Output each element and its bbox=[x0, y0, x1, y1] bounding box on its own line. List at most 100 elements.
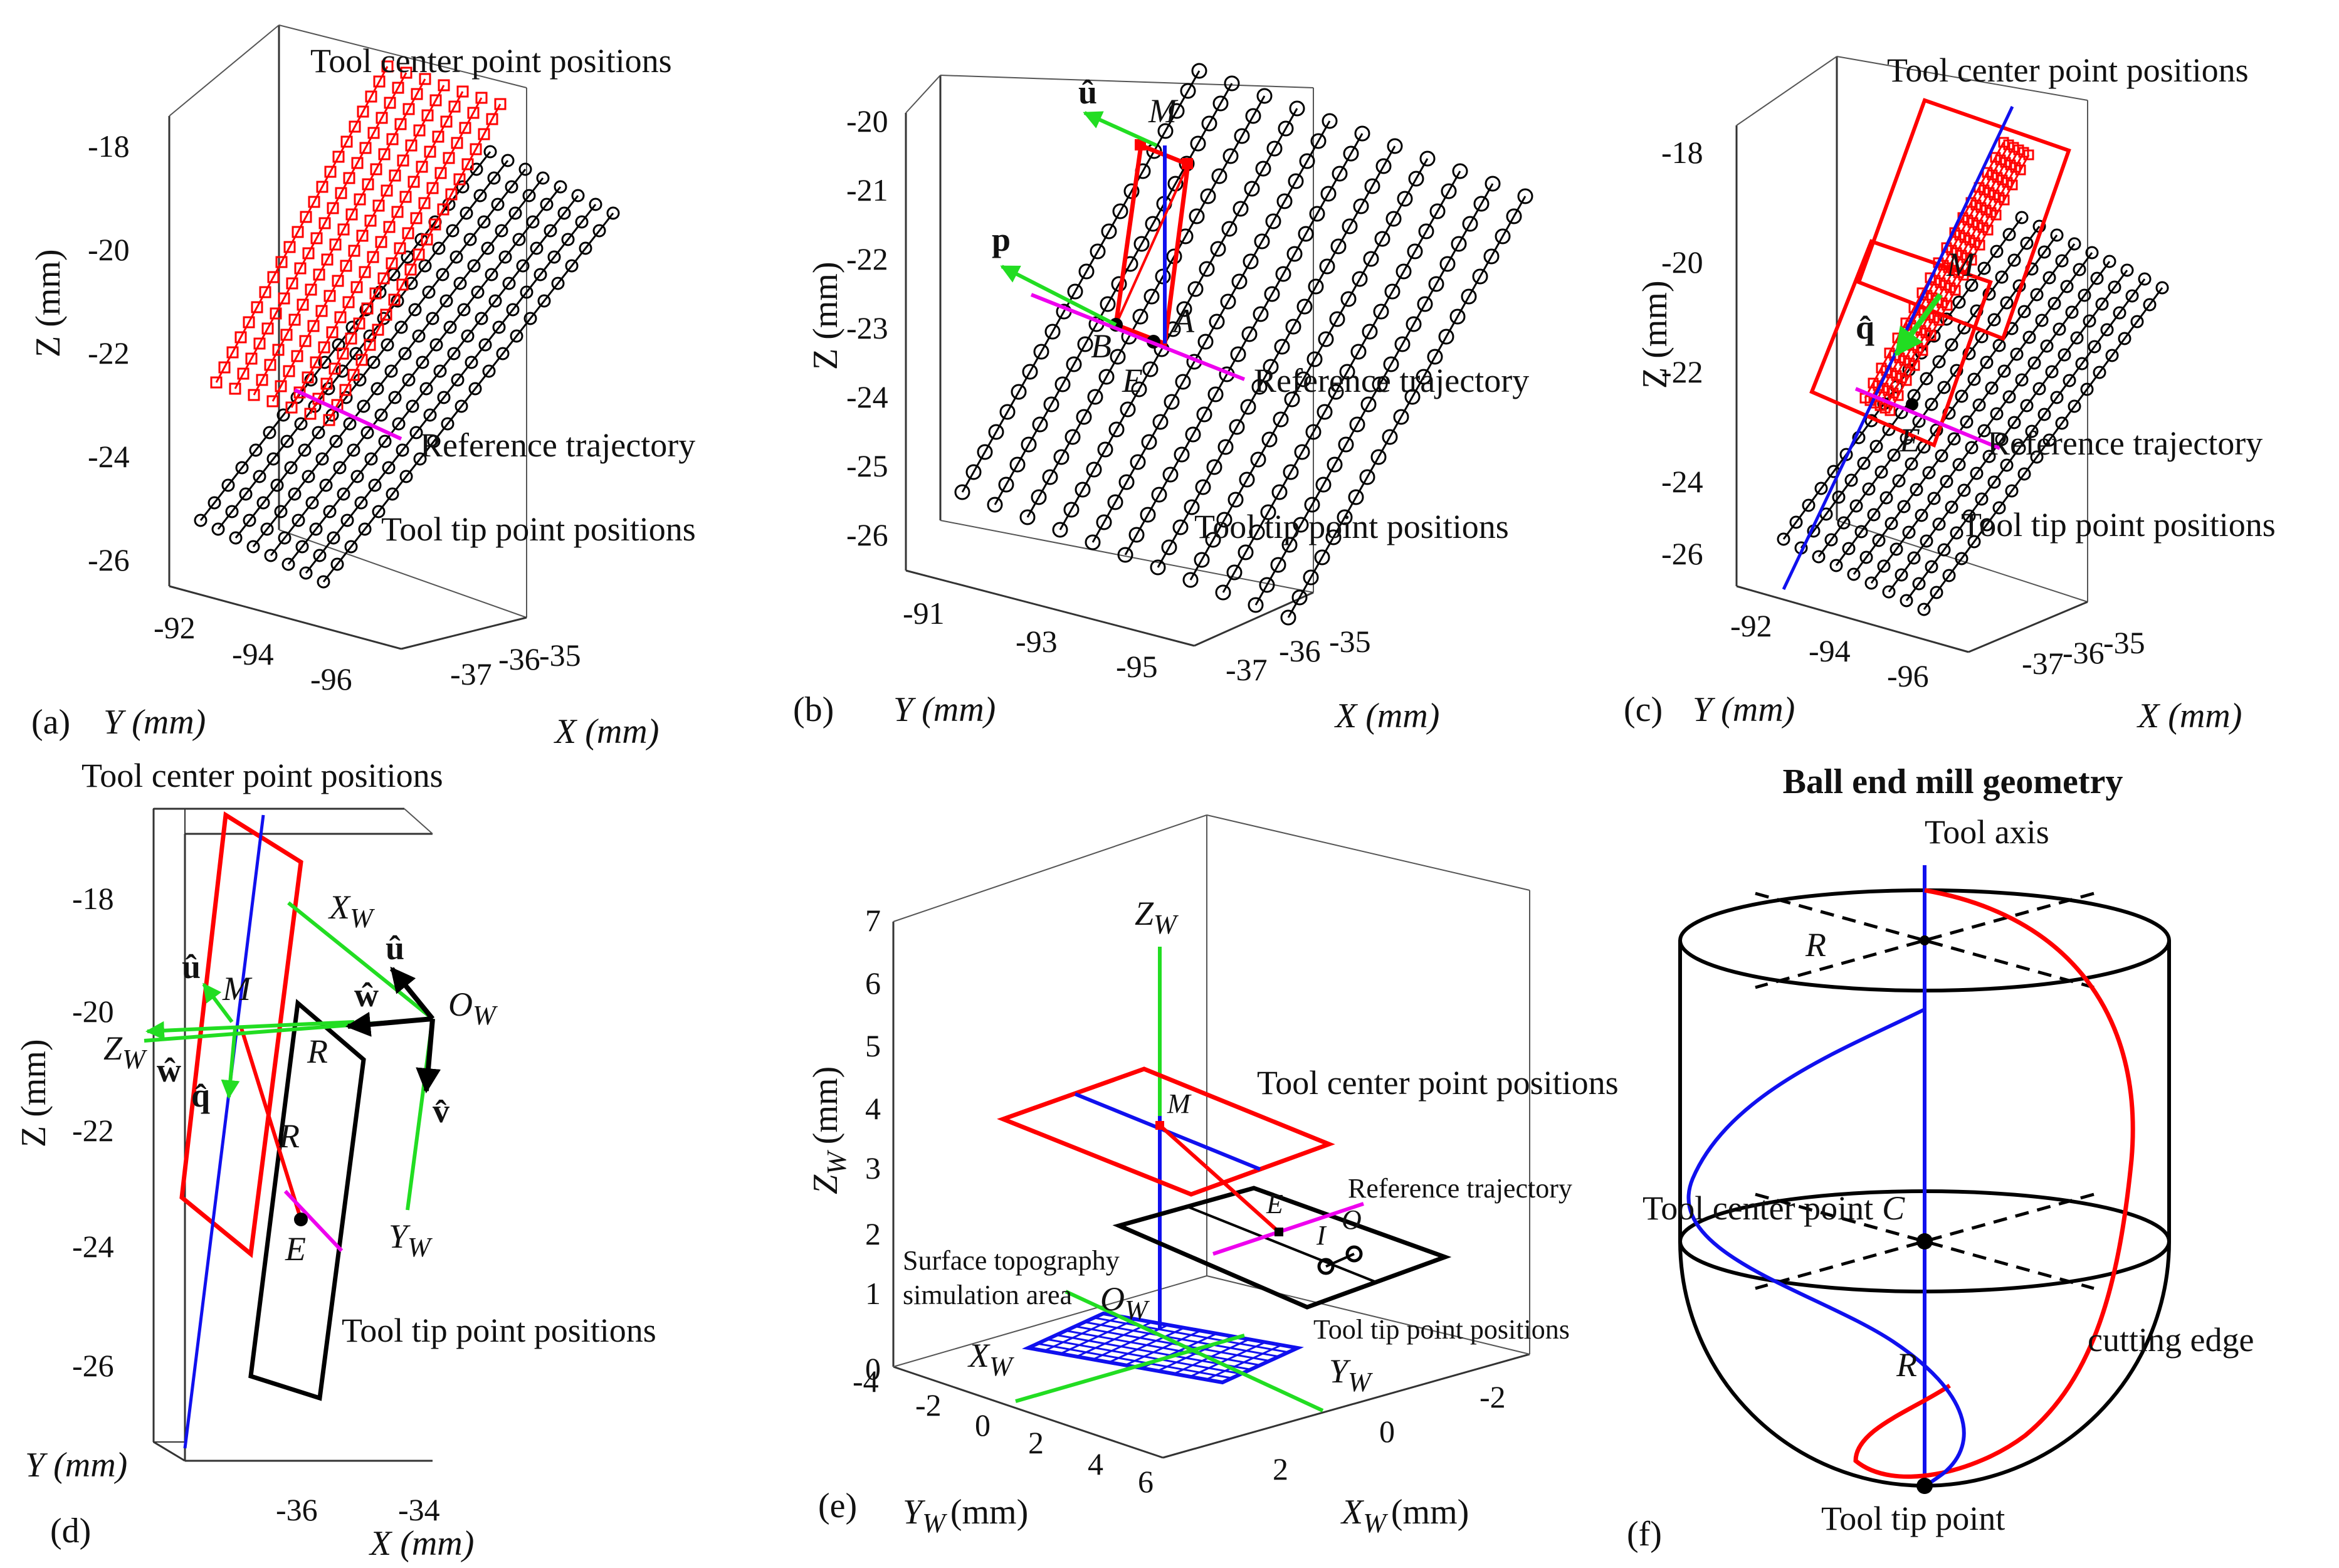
a-tip-marker bbox=[460, 206, 473, 220]
a-tip-marker bbox=[606, 206, 620, 220]
a-tip-marker bbox=[508, 206, 522, 220]
c-tip-marker bbox=[1895, 568, 1908, 582]
b-tip-marker bbox=[1251, 379, 1268, 395]
a-tip-marker bbox=[505, 180, 518, 194]
a-tip-marker bbox=[483, 145, 497, 159]
panel-d-world-x bbox=[287, 901, 434, 1021]
a-tip-marker bbox=[239, 487, 253, 501]
b-tip-marker bbox=[1291, 589, 1308, 606]
a-center-marker bbox=[376, 112, 388, 124]
b-tip-marker bbox=[1265, 213, 1281, 229]
e-grid-line bbox=[1046, 1338, 1242, 1375]
a-center-marker bbox=[329, 238, 342, 251]
c-tip-marker bbox=[1789, 515, 1803, 529]
b-tip-marker bbox=[1384, 283, 1401, 300]
svg-text:-20: -20 bbox=[72, 994, 114, 1029]
a-tip-marker bbox=[253, 470, 266, 483]
c-tip-marker bbox=[2080, 382, 2094, 396]
a-tip-marker bbox=[249, 443, 263, 457]
c-tip-marker bbox=[2015, 373, 2029, 387]
a-tip-marker bbox=[263, 426, 276, 439]
c-tip-marker bbox=[1837, 516, 1851, 530]
a-tip-marker bbox=[323, 505, 337, 518]
c-tip-marker bbox=[2017, 467, 2031, 481]
a-tip-marker bbox=[426, 312, 439, 325]
panel-e-world-x-axis bbox=[1015, 1334, 1245, 1403]
a-tip-marker bbox=[471, 285, 485, 299]
b-tip-marker bbox=[1212, 95, 1229, 112]
a-tip-marker bbox=[418, 259, 432, 273]
panel-d-zticks: -18 -20 -22 -24 -26 bbox=[72, 881, 114, 1383]
panel-b-tag: (b) bbox=[793, 690, 834, 729]
b-tip-marker bbox=[1340, 291, 1357, 307]
b-tip-marker bbox=[1263, 359, 1279, 375]
a-tip-marker bbox=[367, 355, 381, 369]
a-tip-marker bbox=[478, 338, 492, 352]
b-tip-marker bbox=[1303, 569, 1319, 586]
panel-d-tip-label: Tool tip point positions bbox=[342, 1312, 656, 1349]
c-tip-marker bbox=[2118, 332, 2131, 345]
c-tip-marker bbox=[1890, 542, 1903, 556]
b-tip-marker bbox=[1375, 158, 1392, 174]
a-center-marker bbox=[310, 356, 322, 369]
c-tip-marker bbox=[1859, 550, 1873, 564]
a-center-marker bbox=[294, 262, 307, 275]
b-tip-marker bbox=[1200, 188, 1216, 204]
a-tip-marker bbox=[481, 241, 495, 255]
b-tip-row bbox=[1059, 108, 1298, 530]
b-tip-marker bbox=[1234, 128, 1250, 144]
a-tip-marker bbox=[536, 171, 550, 185]
c-tip-marker bbox=[2100, 323, 2114, 337]
a-center-marker bbox=[404, 263, 417, 276]
a-tip-marker bbox=[589, 197, 602, 211]
panel-d-R1-label: R bbox=[307, 1033, 328, 1070]
a-center-marker bbox=[448, 100, 461, 113]
panel-a-tag: (a) bbox=[31, 703, 70, 742]
c-tip-marker bbox=[2088, 340, 2101, 354]
c-tip-marker bbox=[1930, 586, 1943, 599]
c-tip-marker bbox=[2022, 330, 2036, 344]
b-tip-marker bbox=[1216, 512, 1233, 528]
c-tip-marker bbox=[2017, 305, 2031, 318]
a-tip-marker bbox=[453, 276, 467, 290]
c-tip-marker bbox=[1812, 550, 1826, 564]
b-tip-marker bbox=[1322, 113, 1338, 129]
c-tip-row bbox=[1817, 234, 2058, 557]
b-tip-marker bbox=[1110, 349, 1126, 365]
c-tip-marker bbox=[2078, 288, 2091, 302]
a-center-marker bbox=[288, 313, 301, 326]
c-red-dense-marker bbox=[1982, 224, 1994, 236]
c-tip-marker bbox=[2032, 382, 2046, 396]
c-tip-marker bbox=[1965, 278, 1979, 292]
c-tip-marker bbox=[1932, 517, 1946, 531]
a-tip-marker bbox=[551, 276, 565, 290]
a-tip-marker bbox=[319, 478, 333, 492]
b-tip-marker bbox=[1164, 394, 1180, 410]
a-tip-marker bbox=[516, 259, 530, 273]
a-center-marker bbox=[308, 196, 320, 208]
c-tip-marker bbox=[1869, 439, 1883, 453]
svg-text:-26: -26 bbox=[72, 1348, 114, 1383]
svg-text:-34: -34 bbox=[398, 1492, 440, 1527]
b-tip-marker bbox=[1245, 108, 1261, 124]
b-tip-marker bbox=[1185, 426, 1201, 443]
a-center-row bbox=[253, 78, 426, 396]
a-center-marker bbox=[264, 359, 276, 371]
a-tip-marker bbox=[406, 399, 419, 413]
b-tip-marker bbox=[1352, 271, 1368, 287]
svg-text:-96: -96 bbox=[310, 661, 352, 697]
c-red-dense-marker bbox=[1925, 330, 1937, 341]
c-tip-marker bbox=[1867, 508, 1881, 522]
b-tip-marker bbox=[1098, 369, 1115, 385]
a-center-marker bbox=[348, 245, 360, 257]
a-tip-marker bbox=[501, 154, 515, 167]
c-tip-marker bbox=[1864, 576, 1878, 590]
panel-b-axes-box bbox=[905, 75, 1314, 647]
svg-text:-36: -36 bbox=[498, 641, 540, 676]
b-tip-marker bbox=[1189, 208, 1205, 224]
c-tip-marker bbox=[1950, 526, 1963, 540]
b-tip-marker bbox=[1406, 316, 1422, 332]
b-tip-marker bbox=[1140, 507, 1156, 523]
a-tip-marker bbox=[592, 224, 606, 238]
a-center-marker bbox=[416, 160, 428, 173]
